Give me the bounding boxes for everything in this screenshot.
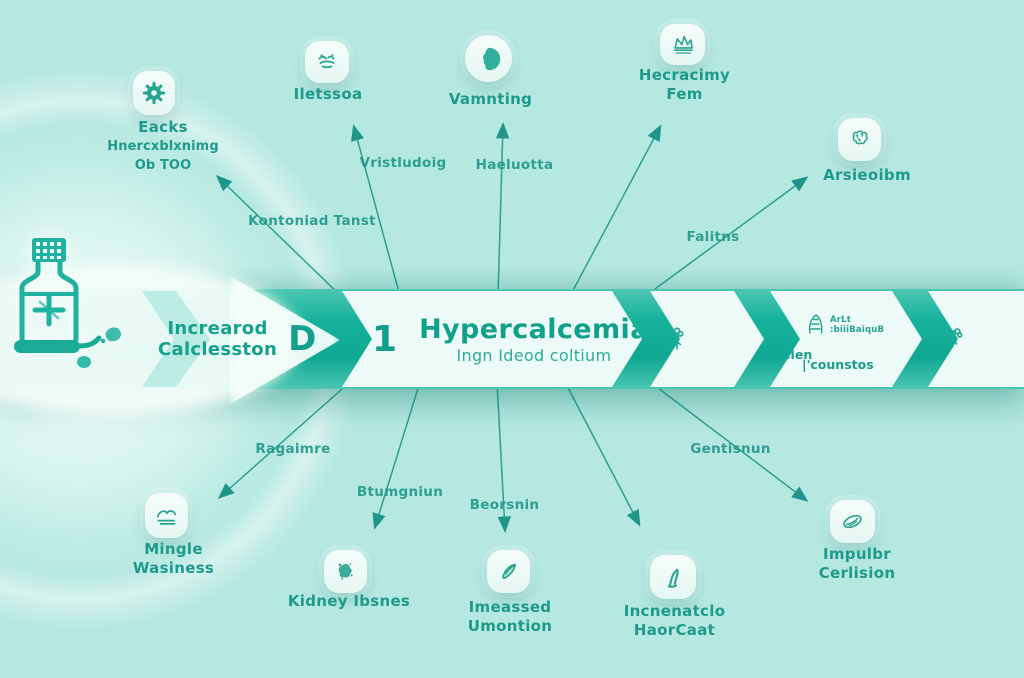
arrow-label-confusion: Gentisnun bbox=[690, 441, 771, 457]
label-line: Cerlision bbox=[818, 564, 896, 582]
banner-main-step: 1 Hypercalcemia Ingn Ideod coltium bbox=[342, 291, 642, 387]
brain-tile bbox=[838, 118, 881, 161]
confusion-tile bbox=[830, 500, 875, 543]
arrow-label-nausea: Vristludoig bbox=[359, 155, 447, 171]
arrow-label-urination: Beorsnin bbox=[469, 497, 540, 513]
arrow-to-nausea bbox=[351, 124, 401, 297]
arrow-label-vomiting: Haeluotta bbox=[475, 157, 554, 173]
blob-face-icon bbox=[482, 47, 500, 70]
banner-step-precursor: Increarod Calclesston D bbox=[158, 308, 316, 370]
arrow-to-headache bbox=[569, 124, 662, 297]
arrow-to-vomiting bbox=[495, 122, 510, 297]
wave-lines-icon bbox=[156, 509, 176, 525]
label-line: Impulbr bbox=[822, 545, 891, 563]
step4-label2: |'counstos bbox=[802, 357, 874, 372]
label-line: Iletssoa bbox=[293, 85, 363, 103]
heart-rate-tile bbox=[650, 555, 696, 599]
gear-tile bbox=[133, 71, 175, 115]
step4-caption2: :biiiBaiquB bbox=[830, 325, 885, 335]
arrow-label-muscle: Ragaimre bbox=[255, 441, 331, 457]
label-line: Wasiness bbox=[132, 559, 215, 577]
kidney-stones-tile bbox=[324, 550, 367, 593]
arrow-label-kidney: Btumgniun bbox=[356, 484, 444, 500]
node-label-heart: Incnenatclo HaorCaat bbox=[612, 602, 737, 640]
node-label-gear: Eacks Hnercxblxnimg Ob TOO bbox=[88, 118, 238, 175]
arrow-to-kidney bbox=[372, 381, 421, 530]
node-label-urination: Imeassed Umontion bbox=[450, 598, 570, 636]
headache-tile bbox=[660, 24, 705, 65]
arrow-to-heart bbox=[564, 381, 641, 527]
arrow-label-gear: Kontoniad Tanst bbox=[248, 213, 376, 229]
label-line: Mingle bbox=[144, 540, 203, 558]
precursor-line1: Increarod bbox=[167, 318, 268, 339]
node-label-muscle: Mingle Wasiness bbox=[116, 540, 231, 578]
arrow-to-urination bbox=[496, 381, 512, 533]
brain-scribble-icon bbox=[852, 130, 868, 145]
precursor-letter: D bbox=[288, 319, 317, 359]
urination-tile bbox=[487, 550, 530, 593]
nausea-tile bbox=[305, 41, 349, 83]
arrow-to-muscle bbox=[217, 381, 351, 499]
node-label-vomiting: Vamnting bbox=[438, 90, 543, 109]
splatter-icon bbox=[338, 563, 353, 580]
arrow-to-brain bbox=[639, 176, 809, 301]
label-line: Incnenatclo bbox=[623, 602, 726, 620]
slash-leaf-icon bbox=[502, 563, 517, 580]
label-line: Hnercxblxnimg bbox=[107, 139, 219, 154]
banner-subtitle: Ingn Ideod coltium bbox=[456, 345, 612, 365]
precursor-line2: Calclesston bbox=[158, 339, 278, 360]
label-line: Umontion bbox=[467, 617, 553, 635]
muscle-weakness-tile bbox=[145, 493, 188, 538]
vomiting-tile bbox=[465, 35, 512, 82]
node-label-headache: Hecracimy Fem bbox=[637, 66, 732, 104]
node-label-kidney: Kidney Ibsnes bbox=[284, 592, 414, 611]
label-line: HaorCaat bbox=[633, 621, 716, 639]
label-line: Imeassed bbox=[468, 598, 552, 616]
arrow-to-gear bbox=[215, 174, 346, 301]
node-label-brain: Arsieoibm bbox=[812, 166, 922, 185]
label-line: Ob TOO bbox=[134, 158, 192, 173]
label-line: Eacks bbox=[138, 118, 188, 136]
node-label-confusion: Impulbr Cerlision bbox=[798, 545, 916, 583]
crown-icon bbox=[673, 35, 693, 54]
node-label-nausea: Iletssoa bbox=[278, 85, 378, 104]
label-line: Vamnting bbox=[448, 90, 533, 108]
squiggle-icon bbox=[318, 54, 335, 69]
label-line: Arsieoibm bbox=[823, 166, 911, 184]
husk-leaf-icon bbox=[843, 514, 862, 529]
gear-icon bbox=[142, 81, 166, 105]
step-number: 1 bbox=[372, 318, 398, 360]
arrow-to-confusion bbox=[649, 381, 809, 502]
banner-title: Hypercalcemia bbox=[419, 313, 649, 345]
medicine-bottle-icon bbox=[14, 238, 122, 368]
tent-doodle-icon bbox=[804, 311, 828, 337]
pulse-stroke-icon bbox=[667, 568, 679, 588]
label-line: Kidney Ibsnes bbox=[287, 592, 411, 610]
label-line: Fem bbox=[666, 85, 703, 103]
pill-doodle-icon bbox=[77, 327, 122, 368]
arrow-label-brain: Falitns bbox=[686, 229, 740, 245]
label-line: Hecracimy bbox=[638, 66, 731, 84]
step4-caption1: ArLt bbox=[830, 315, 852, 325]
